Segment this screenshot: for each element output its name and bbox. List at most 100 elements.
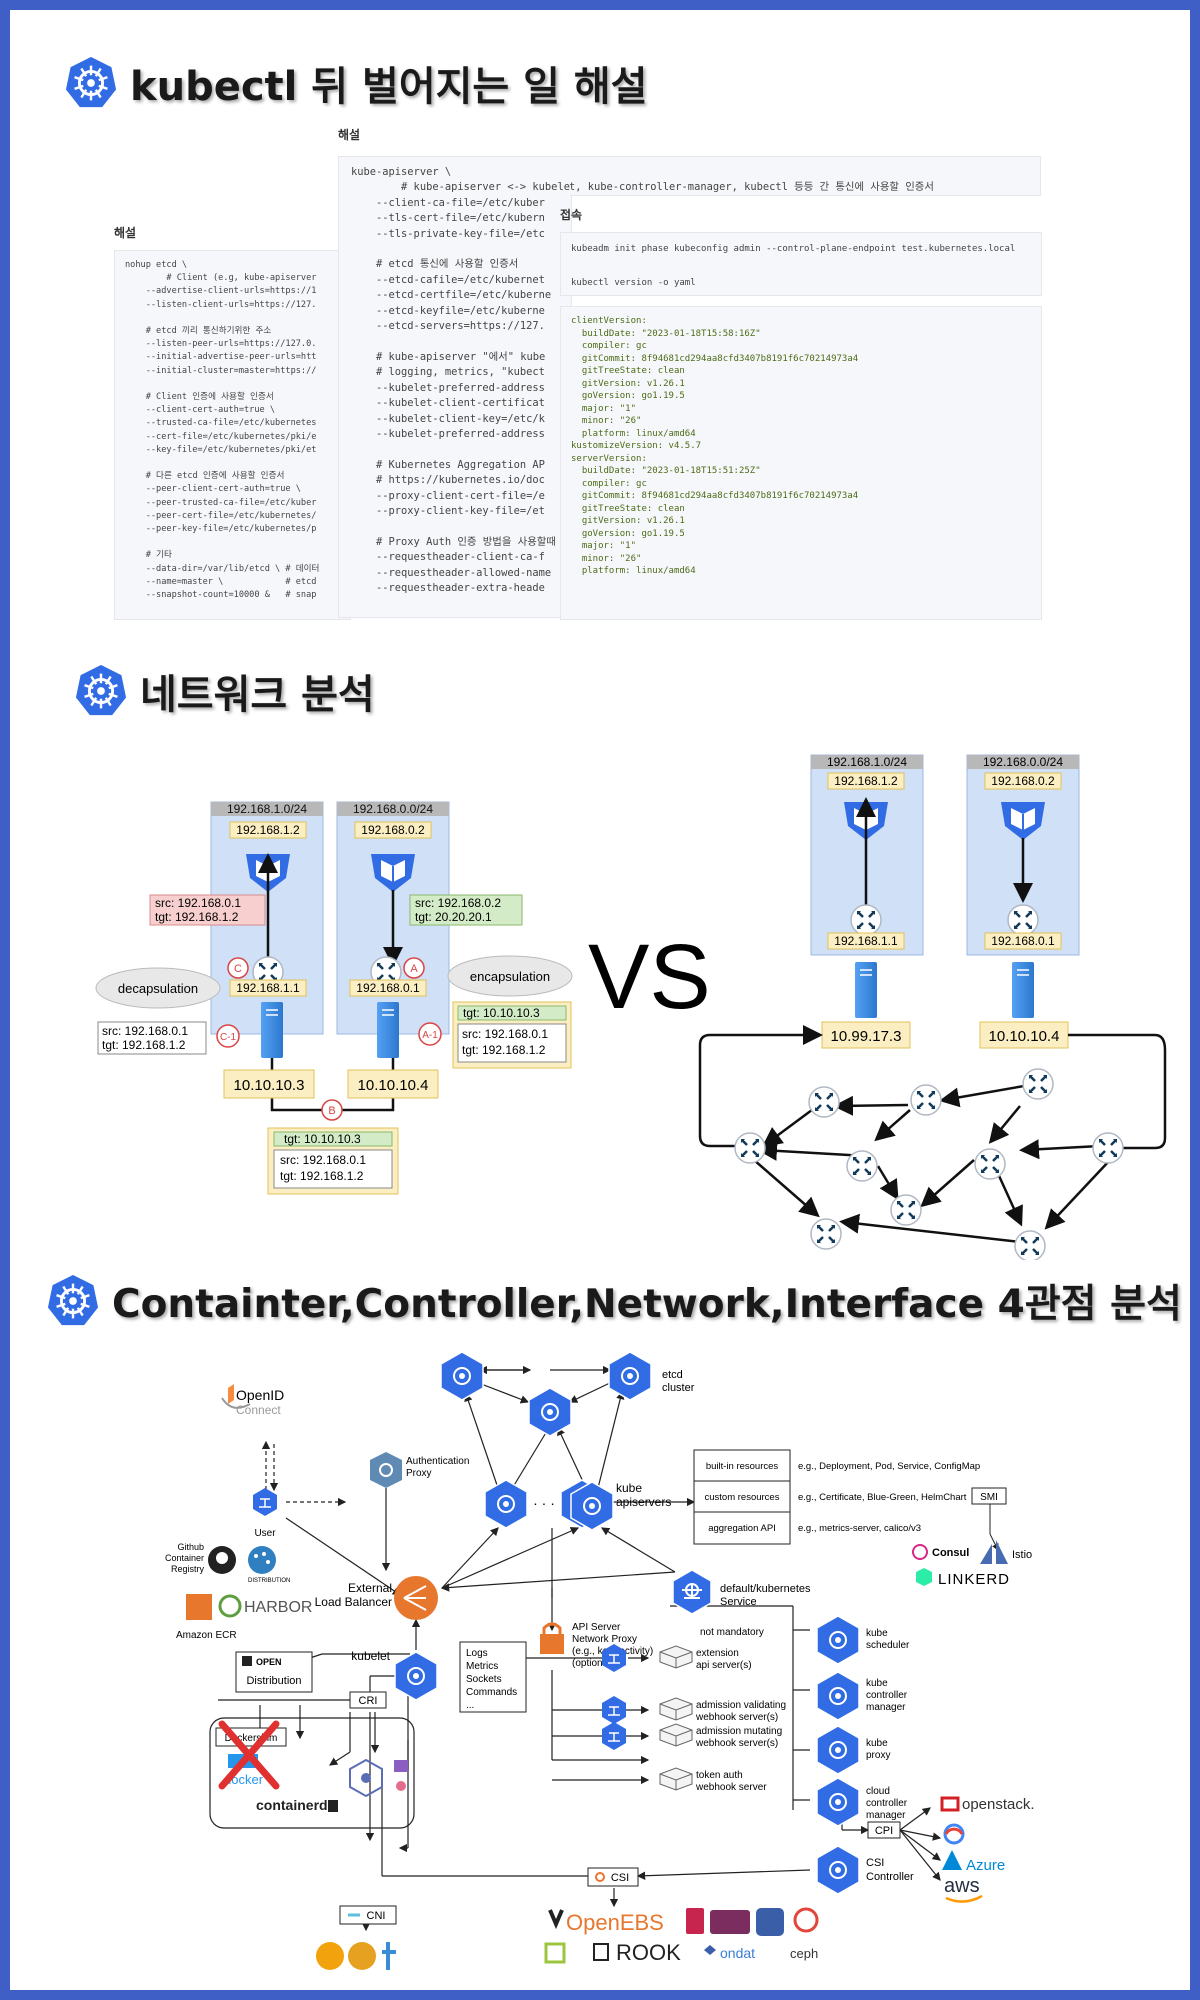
ceph-icon	[793, 1907, 819, 1933]
network-diagram: 192.168.1.0/24 192.168.0.0/24 192.168.1.…	[95, 754, 1167, 1260]
apiserver-comment: kube-apiserver \ # kube-apiserver <-> ku…	[570, 181, 934, 194]
right-pod-right-ip: 192.168.0.2	[991, 774, 1055, 788]
marker-a1: A-1	[418, 1022, 442, 1046]
apiserver-panel-title: 해설	[338, 128, 361, 142]
etcd-code: nohup etcd \ # Client (e.g, kube-apiserv…	[125, 260, 320, 601]
right-node-left-server-icon	[854, 961, 878, 1019]
marker-c: C	[227, 957, 249, 979]
svg-text:ROOK: ROOK	[616, 1940, 681, 1965]
kubelet-label: kubelet	[351, 1649, 390, 1663]
controller-manager-icon	[816, 1671, 860, 1721]
scheduler-icon	[816, 1615, 860, 1665]
mesh-router-icon	[807, 1085, 841, 1119]
section-title-kubectl: kubectl 뒤 벌어지는 일 해설	[62, 54, 648, 112]
version-output-panel: clientVersion: buildDate: "2023-01-18T15…	[560, 306, 1042, 620]
right-pod-left-ip: 192.168.1.2	[834, 774, 898, 788]
right-node-right-ip: 10.10.10.4	[989, 1028, 1060, 1045]
bottom-outer-tgt: tgt: 10.10.10.3	[284, 1132, 361, 1146]
kubelet-icon	[394, 1651, 438, 1701]
section-title-architecture: Containter,Controller,Network,Interface …	[44, 1272, 1182, 1330]
removed-x-icon	[218, 1720, 280, 1790]
page-frame: kubectl 뒤 벌어지는 일 해설 해설 nohup etcd \ # Cl…	[10, 10, 1190, 1990]
packet-right-tgt: tgt: 20.20.20.1	[415, 910, 492, 924]
res-custom-eg: e.g., Certificate, Blue-Green, HelmChart	[798, 1492, 967, 1503]
resource-table: built-in resources custom resources aggr…	[693, 1449, 791, 1545]
res-custom: custom resources	[705, 1492, 780, 1503]
subnet-right-label: 192.168.0.0/24	[353, 802, 433, 816]
cri-box: CRI	[349, 1691, 387, 1709]
svg-text:LINKERD: LINKERD	[938, 1571, 1010, 1588]
runtime-box	[209, 1717, 415, 1829]
ceph-label: ceph	[790, 1946, 818, 1961]
mesh-router-icon	[1013, 1229, 1047, 1260]
res-builtin: built-in resources	[706, 1461, 779, 1472]
versus-label: VS	[588, 926, 711, 1028]
svg-text:C: C	[234, 963, 242, 975]
packet-left-src: src: 192.168.0.1	[155, 896, 241, 910]
kubernetes-logo-icon	[45, 1272, 101, 1328]
svg-text:aws: aws	[944, 1875, 980, 1897]
api-proxy-icon	[540, 1622, 564, 1654]
svg-text:OPEN: OPEN	[256, 1657, 282, 1667]
mesh-router-icon	[1021, 1067, 1055, 1101]
encap-outer-tgt: tgt: 10.10.10.3	[463, 1006, 540, 1020]
svg-text:DISTRIBUTION: DISTRIBUTION	[248, 1578, 290, 1584]
right-router-right-icon	[1006, 903, 1040, 937]
pod-left-ip: 192.168.1.2	[236, 823, 300, 837]
validating-server-icon	[659, 1697, 693, 1721]
right-gw-right-ip: 192.168.0.1	[991, 934, 1055, 948]
default-kubernetes-service-icon	[672, 1569, 712, 1615]
decap-tgt: tgt: 192.168.1.2	[102, 1038, 186, 1052]
svg-text:CPI: CPI	[875, 1825, 893, 1837]
right-node-right-server-icon	[1011, 961, 1035, 1019]
decap-src: src: 192.168.0.1	[102, 1024, 188, 1038]
etcd-node-icon	[528, 1387, 572, 1437]
user-icon	[252, 1487, 278, 1517]
cni-plugins-logos	[316, 1942, 396, 1970]
ecr-logo	[186, 1594, 212, 1620]
gw-right-ip: 192.168.0.1	[356, 981, 420, 995]
marker-a: A	[403, 957, 425, 979]
encap-label: encapsulation	[470, 969, 550, 984]
subnet-left-label: 192.168.1.0/24	[227, 802, 307, 816]
encap-tgt: tgt: 192.168.1.2	[462, 1043, 546, 1057]
svg-text:openstack.: openstack.	[962, 1796, 1035, 1813]
cri-o-logo	[349, 1758, 383, 1798]
openid-logo: OpenID Connect	[221, 1384, 284, 1417]
section-title-text: 네트워크 분석	[140, 672, 375, 718]
not-mandatory-label: not mandatory	[700, 1627, 764, 1638]
k10-logo	[756, 1908, 784, 1936]
svg-text:Azure: Azure	[966, 1857, 1005, 1874]
version-output: clientVersion: buildDate: "2023-01-18T15…	[571, 316, 859, 576]
smi-box: SMI	[971, 1487, 1007, 1505]
etcd-node-icon	[608, 1351, 652, 1401]
gcp-logo	[943, 1823, 965, 1845]
linkerd-logo: LINKERD	[916, 1568, 1010, 1588]
res-agg-eg: e.g., metrics-server, calico/v3	[798, 1523, 921, 1534]
kubernetes-logo-icon	[63, 54, 119, 110]
github-logo	[208, 1546, 236, 1574]
cpi-box: CPI	[867, 1821, 901, 1839]
svg-text:OpenID: OpenID	[236, 1387, 284, 1403]
storage-icon-left	[544, 1942, 566, 1964]
cloud-cm-icon	[816, 1777, 860, 1827]
svg-text:Distribution: Distribution	[246, 1675, 301, 1687]
svg-text:A: A	[410, 963, 418, 975]
cni-box: CNI	[339, 1905, 397, 1925]
harbor-logo: HARBOR	[218, 1594, 312, 1618]
etcd-node-icon	[440, 1351, 484, 1401]
mesh-router-icon	[909, 1083, 943, 1117]
section-title-network: 네트워크 분석	[72, 662, 375, 720]
marker-b: B	[321, 1099, 343, 1121]
svg-text:Consul: Consul	[932, 1547, 969, 1559]
extension-server-icon	[659, 1645, 693, 1669]
svg-text:A-1: A-1	[422, 1030, 438, 1041]
